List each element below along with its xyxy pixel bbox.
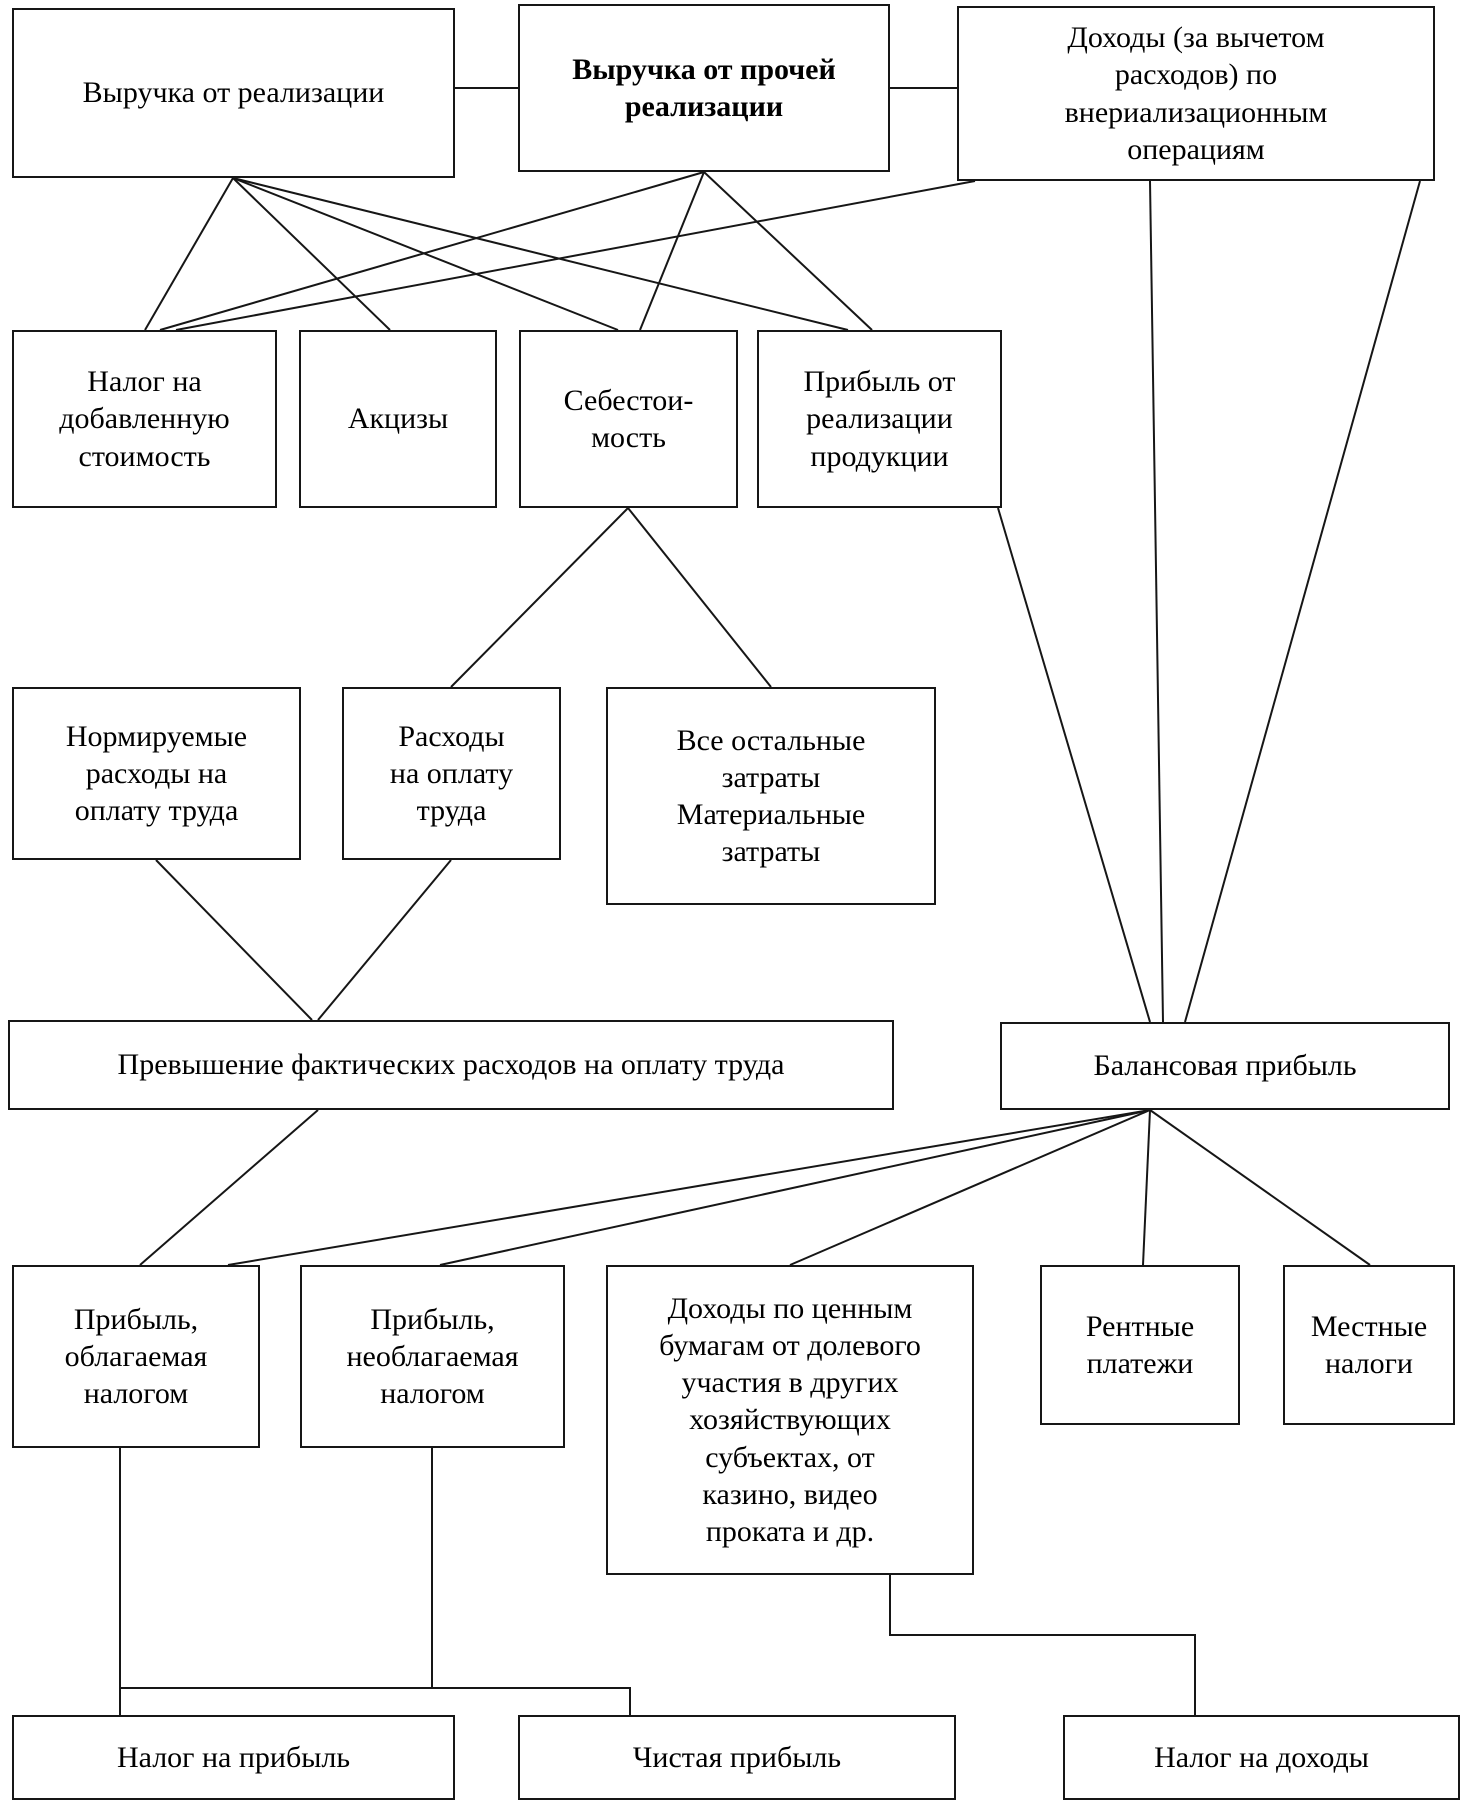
node-rent-payments: Рентные платежи bbox=[1040, 1265, 1240, 1425]
edge-revenue_sales--profit_sales bbox=[232, 177, 849, 331]
edge-balance_profit--securities_income bbox=[789, 1109, 1151, 1266]
edge-profit_sales--balance_profit bbox=[997, 507, 1151, 1023]
node-net-profit-label: Чистая прибыль bbox=[632, 1740, 842, 1774]
node-profit-taxable: Прибыль, облагаемая налогом bbox=[12, 1265, 260, 1448]
node-revenue-sales: Выручка от реализации bbox=[12, 8, 455, 178]
node-vat-label: Налог на добавленную стоимость bbox=[59, 365, 230, 473]
edge-revenue_sales--vat bbox=[144, 177, 234, 331]
edge-balance_profit--local_taxes bbox=[1149, 1109, 1371, 1266]
node-revenue-other: Выручка от прочей реализации bbox=[518, 4, 890, 172]
edge-excess_labor_costs--profit_taxable bbox=[139, 1109, 319, 1266]
node-net-profit: Чистая прибыль bbox=[518, 1715, 956, 1800]
node-income-tax-label: Налог на прибыль bbox=[116, 1740, 351, 1774]
node-profit-sales: Прибыль от реализации продукции bbox=[757, 330, 1002, 508]
edge-cost--other_costs bbox=[627, 507, 772, 688]
node-labor-costs: Расходы на оплату труда bbox=[342, 687, 561, 860]
node-securities-income-label: Доходы по ценным бумагам от долевого уча… bbox=[659, 1291, 921, 1548]
edge-norm_labor_costs--excess_labor_costs bbox=[155, 859, 313, 1021]
node-rent-payments-label: Рентные платежи bbox=[1085, 1309, 1195, 1380]
edge-income_nonsales--vat bbox=[175, 180, 976, 331]
edge-revenue_other--vat bbox=[159, 171, 705, 331]
edge-securities_income--tax_on_income bbox=[889, 1575, 1196, 1715]
edge-balance_profit--profit_taxable bbox=[227, 1109, 1151, 1266]
edge-balance_profit--profit_nontaxable bbox=[439, 1109, 1151, 1266]
edge-income_tax--net_profit bbox=[120, 1687, 631, 1715]
node-profit-nontaxable: Прибыль, необлагаемая налогом bbox=[300, 1265, 565, 1448]
node-securities-income: Доходы по ценным бумагам от долевого уча… bbox=[606, 1265, 974, 1575]
node-norm-labor-costs: Нормируемые расходы на оплату труда bbox=[12, 687, 301, 860]
node-tax-on-income-label: Налог на доходы bbox=[1154, 1740, 1369, 1774]
node-cost-label: Себестои- мость bbox=[563, 383, 694, 454]
node-excise: Акцизы bbox=[299, 330, 497, 508]
node-cost: Себестои- мость bbox=[519, 330, 738, 508]
node-revenue-sales-label: Выручка от реализации bbox=[82, 76, 385, 110]
node-income-tax: Налог на прибыль bbox=[12, 1715, 455, 1800]
node-profit-taxable-label: Прибыль, облагаемая налогом bbox=[64, 1302, 208, 1411]
edge-revenue_other--profit_sales bbox=[703, 171, 873, 331]
node-tax-on-income: Налог на доходы bbox=[1063, 1715, 1460, 1800]
node-excess-labor-costs: Превышение фактических расходов на оплат… bbox=[8, 1020, 894, 1110]
edge-cost--labor_costs bbox=[450, 507, 629, 688]
node-local-taxes-label: Местные налоги bbox=[1310, 1309, 1428, 1380]
node-labor-costs-label: Расходы на оплату труда bbox=[389, 719, 514, 828]
node-other-costs-label: Все остальные затраты Материальные затра… bbox=[676, 723, 866, 869]
edge-labor_costs--excess_labor_costs bbox=[317, 859, 452, 1021]
node-profit-nontaxable-label: Прибыль, необлагаемая налогом bbox=[346, 1302, 519, 1411]
edge-income_nonsales--balance_profit bbox=[1149, 180, 1164, 1023]
node-norm-labor-costs-label: Нормируемые расходы на оплату труда bbox=[65, 719, 248, 828]
edge-income_nonsales--balance_profit bbox=[1184, 180, 1421, 1023]
node-balance-profit: Балансовая прибыль bbox=[1000, 1022, 1450, 1110]
node-excess-labor-costs-label: Превышение фактических расходов на оплат… bbox=[117, 1048, 785, 1082]
edge-revenue_other--cost bbox=[639, 171, 705, 331]
node-other-costs: Все остальные затраты Материальные затра… bbox=[606, 687, 936, 905]
node-income-nonsales-label: Доходы (за вычетом расходов) по внериали… bbox=[1064, 21, 1328, 166]
node-income-nonsales: Доходы (за вычетом расходов) по внериали… bbox=[957, 6, 1435, 181]
node-balance-profit-label: Балансовая прибыль bbox=[1093, 1049, 1357, 1083]
edge-balance_profit--rent_payments bbox=[1142, 1109, 1151, 1266]
node-excise-label: Акцизы bbox=[347, 402, 449, 436]
edge-revenue_sales--cost bbox=[232, 177, 619, 331]
edge-revenue_sales--excise bbox=[232, 177, 391, 331]
node-local-taxes: Местные налоги bbox=[1283, 1265, 1455, 1425]
node-profit-sales-label: Прибыль от реализации продукции bbox=[803, 365, 956, 473]
node-revenue-other-label: Выручка от прочей реализации bbox=[572, 52, 836, 123]
node-vat: Налог на добавленную стоимость bbox=[12, 330, 277, 508]
